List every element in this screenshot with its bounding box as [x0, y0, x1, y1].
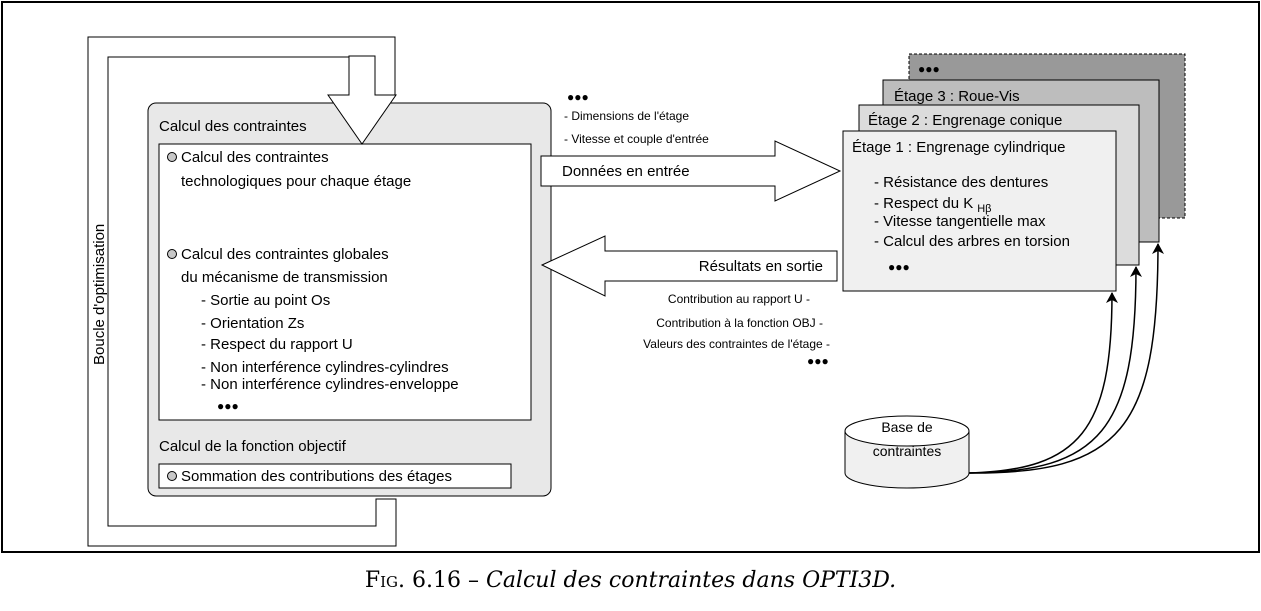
objective-box — [158, 463, 512, 489]
stage-1-ellipsis: ●●● — [888, 260, 910, 274]
figure-frame — [1, 1, 1260, 553]
global-constraint-item: - Non interférence cylindres-enveloppe — [201, 376, 459, 393]
stage-1-item-text: - Respect du K — [874, 195, 973, 212]
stage-back-ellipsis: ●●● — [918, 62, 940, 76]
global-constraints-ellipsis: ●●● — [217, 399, 239, 413]
database-label-line2: contraintes — [873, 443, 941, 459]
stage-3-title: Étage 3 : Roue-Vis — [894, 88, 1020, 105]
figure-caption: Fig. 6.16 – Calcul des contraintes dans … — [0, 568, 1261, 593]
k-subscript: Hβ — [977, 203, 991, 215]
constraints-panel-title: Calcul des contraintes — [159, 118, 307, 135]
output-detail: Valeurs des contraintes de l'étage - — [643, 337, 830, 351]
input-ellipsis: ●●● — [567, 90, 589, 104]
stage-1-item: - Respect du K Hβ — [874, 195, 992, 215]
stage-1-title: Étage 1 : Engrenage cylindrique — [852, 139, 1065, 156]
global-constraints-line1: Calcul des contraintes globales — [181, 246, 389, 263]
bullet-icon — [167, 152, 177, 162]
input-detail: - Dimensions de l'étage — [564, 109, 689, 123]
optimization-loop-label: Boucle d'optimisation — [91, 224, 108, 365]
loop-down-arrow — [327, 55, 397, 145]
output-arrow — [540, 235, 838, 297]
global-constraint-item: - Non interférence cylindres-cylindres — [201, 359, 449, 376]
output-ellipsis: ●●● — [807, 354, 829, 368]
input-arrow-label: Données en entrée — [562, 163, 690, 180]
stage-card-1 — [842, 130, 1117, 292]
stage-1-item: - Résistance des dentures — [874, 174, 1048, 191]
input-arrow — [540, 140, 842, 202]
database-to-stage3-arrow — [968, 243, 1164, 474]
database-to-stage1-arrow — [968, 292, 1118, 474]
bullet-icon — [167, 249, 177, 259]
tech-constraints-line2: technologiques pour chaque étage — [181, 173, 411, 190]
objective-title: Calcul de la fonction objectif — [159, 438, 347, 455]
stage-1-item: - Calcul des arbres en torsion — [874, 233, 1070, 250]
constraints-database-icon — [844, 415, 970, 489]
caption-prefix: Fig. 6.16 – — [364, 568, 479, 593]
input-detail: - Vitesse et couple d'entrée — [564, 132, 709, 146]
output-detail: Contribution au rapport U - — [668, 292, 810, 306]
database-label-line1: Base de — [881, 419, 933, 435]
output-detail: Contribution à la fonction OBJ - — [656, 316, 823, 330]
global-constraint-item: - Respect du rapport U — [201, 336, 353, 353]
global-constraints-line2: du mécanisme de transmission — [181, 269, 388, 286]
global-constraint-item: - Sortie au point Os — [201, 292, 330, 309]
output-arrow-label: Résultats en sortie — [699, 258, 823, 275]
global-constraint-item: - Orientation Zs — [201, 315, 304, 332]
objective-item: Sommation des contributions des étages — [181, 468, 452, 485]
bullet-icon — [167, 471, 177, 481]
stage-1-item: - Vitesse tangentielle max — [874, 213, 1046, 230]
database-to-stage2-arrow — [968, 266, 1142, 474]
caption-text: Calcul des contraintes dans OPTI3D. — [485, 568, 897, 593]
constraints-list-box — [158, 143, 532, 421]
tech-constraints-line1: Calcul des contraintes — [181, 149, 329, 166]
stage-2-title: Étage 2 : Engrenage conique — [868, 112, 1062, 129]
